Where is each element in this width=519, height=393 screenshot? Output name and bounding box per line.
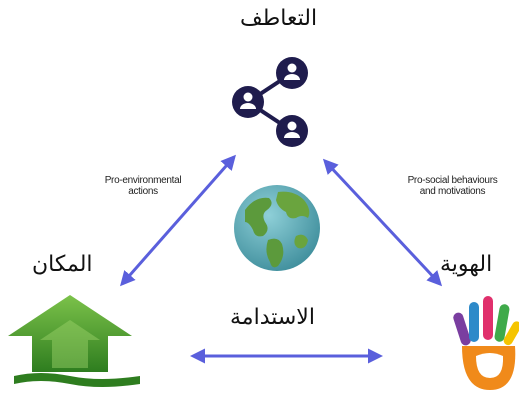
edge-label-pro-social-line1: Pro-social behaviours (407, 175, 498, 186)
label-empathy: التعاطف (240, 6, 318, 31)
globe-icon (234, 185, 320, 271)
arrow-left-top (120, 154, 236, 287)
label-place: المكان (32, 252, 93, 277)
edge-label-pro-environmental: Pro-environmental actions (88, 175, 198, 197)
edge-label-pro-social-line2: and motivations (419, 186, 486, 197)
label-sustainability: الاستدامة (230, 305, 315, 330)
house-arrow-icon (8, 295, 140, 387)
share-network-icon (232, 57, 308, 147)
edge-label-pro-environmental-line2: actions (128, 186, 158, 197)
colorful-hand-icon (453, 296, 519, 390)
edge-label-pro-social: Pro-social behaviours and motivations (390, 175, 515, 197)
edge-label-pro-environmental-line1: Pro-environmental (104, 175, 182, 186)
arrow-right-top (322, 158, 443, 287)
label-identity: الهوية (440, 252, 493, 277)
